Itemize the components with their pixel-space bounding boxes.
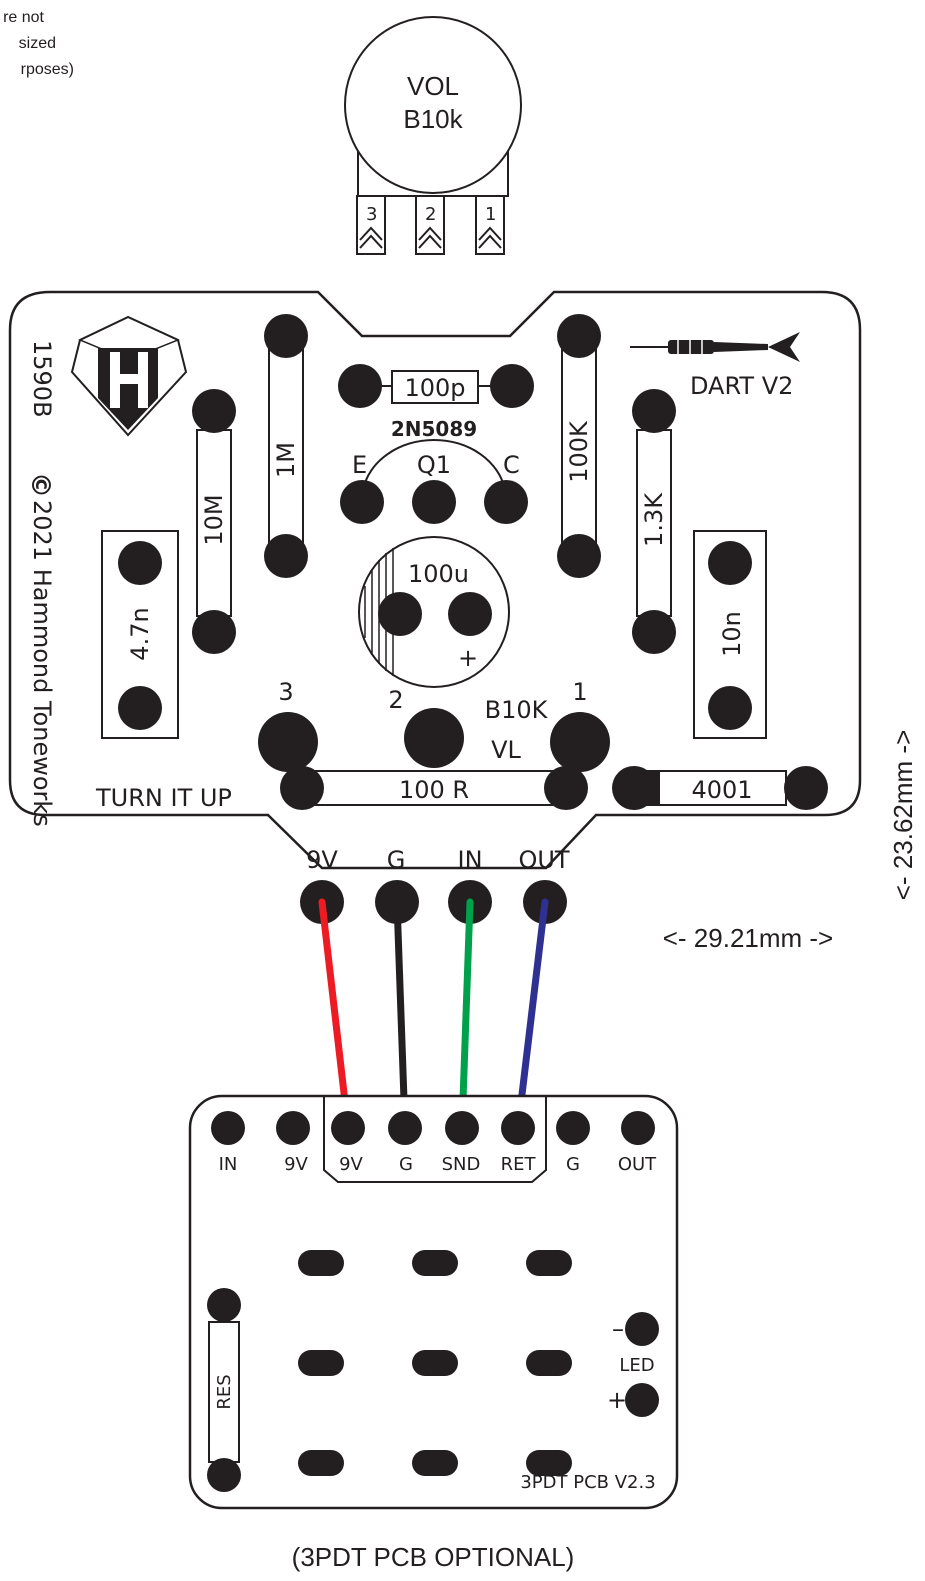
pot-name: VOL — [407, 71, 459, 101]
led-minus-label: – — [612, 1315, 624, 1343]
capacitor-4-7n: 4.7n — [101, 530, 179, 739]
hammond-logo-icon — [70, 315, 188, 437]
wire-g — [393, 898, 409, 1132]
led-cathode-pad — [625, 1312, 659, 1346]
pot-pad-1-label: 1 — [572, 678, 587, 706]
pad-g-label: G — [387, 846, 406, 874]
transistor-part-label: 2N5089 — [391, 417, 477, 441]
led-resistor: RES — [207, 1288, 241, 1492]
project-name: DART V2 — [690, 372, 793, 400]
wire-out — [514, 898, 549, 1132]
resistor-1-3k-label: 1.3K — [640, 492, 668, 547]
led-anode-pad — [625, 1383, 659, 1417]
transistor-ref-label: Q1 — [417, 451, 451, 479]
capacitor-4-7n-label: 4.7n — [126, 607, 154, 660]
enclosure-label: 1590B — [28, 340, 56, 418]
pot-shaft — [344, 16, 522, 194]
wires — [318, 898, 549, 1132]
pot-pad-1 — [550, 712, 610, 772]
resistor-1-3k: 1.3K — [632, 389, 676, 654]
capacitor-100p: 100p — [338, 364, 534, 408]
switch-lugs — [298, 1250, 572, 1476]
copyright-icon: © — [25, 472, 55, 498]
resistor-10m: 10M — [192, 389, 236, 654]
fs-pad-in — [211, 1111, 245, 1145]
fs-label-9v-b: 9V — [339, 1154, 363, 1175]
resistor-1m-label: 1M — [272, 442, 300, 478]
footswitch-version: 3PDT PCB V2.3 — [520, 1472, 655, 1493]
slogan: TURN IT UP — [95, 784, 232, 812]
pot-lug-2: 2 — [415, 195, 445, 255]
pot-pads: 3 2 1 B10K VL — [258, 678, 610, 772]
pot-lug-2-label: 2 — [425, 204, 436, 225]
pot-pad-3-label: 3 — [278, 678, 293, 706]
volume-pot: VOL B10k 3 2 1 — [344, 16, 522, 255]
capacitor-100u-plus: + — [458, 644, 478, 672]
led-label: LED — [619, 1355, 654, 1376]
led: – LED + — [607, 1312, 659, 1417]
pot-ref-label: VL — [491, 736, 521, 764]
pad-in-label: IN — [457, 846, 482, 874]
fs-pad-g-a — [388, 1111, 422, 1145]
capacitor-10n: 10n — [693, 530, 767, 739]
fs-pad-9v-a — [276, 1111, 310, 1145]
fs-label-out: OUT — [618, 1154, 657, 1175]
fs-pad-snd — [445, 1111, 479, 1145]
pot-pad-2-label: 2 — [388, 686, 403, 714]
transistor-emitter-label: E — [352, 451, 367, 479]
pot-lug-3-label: 3 — [366, 204, 377, 225]
fs-pad-out — [621, 1111, 655, 1145]
pot-value: B10k — [403, 104, 463, 134]
transistor-q1: 2N5089 E Q1 C — [340, 417, 528, 524]
led-resistor-label: RES — [214, 1374, 235, 1409]
fs-label-g-b: G — [566, 1154, 580, 1175]
footswitch-pcb-outline — [188, 1094, 679, 1510]
led-plus-label: + — [607, 1386, 627, 1414]
capacitor-100p-label: 100p — [404, 374, 465, 402]
wire-in — [458, 898, 474, 1132]
pot-lug-1: 1 — [475, 195, 505, 255]
resistor-100r: 100 R — [280, 766, 588, 810]
fs-pad-ret — [501, 1111, 535, 1145]
resistor-1m: 1M — [264, 314, 308, 578]
wire-9v — [318, 898, 352, 1132]
fs-label-snd: SND — [442, 1154, 481, 1175]
note-line-3: rposes) — [21, 61, 74, 78]
pad-9v-label: 9V — [306, 846, 338, 874]
fs-label-ret: RET — [501, 1154, 537, 1175]
pot-pad-3 — [258, 712, 318, 772]
pot-pad-2 — [404, 708, 464, 768]
footswitch-pcb: IN 9V 9V G SND RET G OUT RES — [188, 1094, 679, 1510]
footswitch-caption: (3PDT PCB OPTIONAL) — [292, 1542, 575, 1572]
pot-value-label: B10K — [485, 696, 549, 724]
resistor-10m-label: 10M — [200, 494, 228, 545]
diode-4001-label: 4001 — [691, 776, 752, 804]
fs-label-g-a: G — [399, 1154, 413, 1175]
transistor-collector-label: C — [503, 451, 520, 479]
capacitor-100u: 100u + — [358, 536, 510, 688]
diode-4001: 4001 — [612, 766, 828, 810]
note-line-1: re not — [3, 9, 44, 26]
capacitor-100u-label: 100u — [408, 560, 469, 588]
height-dimension: <- 23.62mm -> — [888, 730, 918, 901]
pot-lug-3: 3 — [356, 195, 386, 255]
fs-pad-g-b — [556, 1111, 590, 1145]
pad-out-label: OUT — [518, 846, 569, 874]
capacitor-10n-label: 10n — [718, 611, 746, 657]
width-dimension: <- 29.21mm -> — [663, 923, 834, 953]
fs-pad-9v-b — [331, 1111, 365, 1145]
fs-label-9v-a: 9V — [284, 1154, 308, 1175]
copyright-text: 2021 Hammond Toneworks — [28, 500, 56, 827]
note-line-2: sized — [19, 35, 56, 52]
pot-lug-1-label: 1 — [485, 204, 496, 225]
sizing-note: re not sized rposes) — [3, 9, 74, 78]
resistor-100r-label: 100 R — [399, 776, 469, 804]
dart-icon — [630, 332, 800, 362]
fs-label-in: IN — [219, 1154, 238, 1175]
resistor-100k-label: 100K — [565, 420, 593, 483]
resistor-100k: 100K — [557, 314, 601, 578]
